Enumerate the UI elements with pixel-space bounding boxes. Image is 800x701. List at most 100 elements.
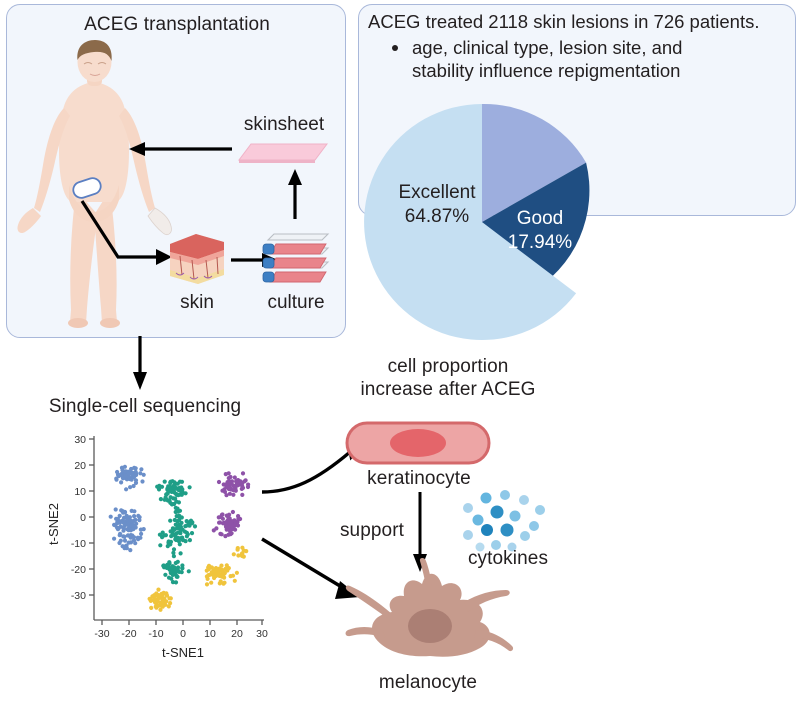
tsne-xlabel: t-SNE1 xyxy=(162,645,204,660)
tsne-point xyxy=(139,531,144,536)
tsne-point xyxy=(128,548,133,553)
svg-text:10: 10 xyxy=(204,628,216,640)
tsne-point xyxy=(112,536,117,541)
tsne-point xyxy=(114,477,119,482)
tsne-point xyxy=(149,605,154,610)
tsne-point xyxy=(178,530,183,535)
tsne-point xyxy=(159,600,164,605)
tsne-point xyxy=(228,574,233,579)
tsne-point xyxy=(216,515,221,520)
tsne-point xyxy=(158,543,163,548)
tsne-point xyxy=(158,607,163,612)
outcome-pie-chart xyxy=(364,103,590,340)
tsne-point xyxy=(162,479,167,484)
tsne-point xyxy=(189,531,195,536)
tsne-point xyxy=(138,471,143,476)
tsne-point xyxy=(224,563,229,568)
tsne-point xyxy=(218,579,223,584)
tsne-point xyxy=(129,508,134,513)
tsne-point xyxy=(224,527,229,532)
tsne-point xyxy=(168,539,174,544)
tsne-point xyxy=(171,526,176,531)
culture-to-skinsheet-arrow xyxy=(288,169,302,219)
skinsheet-to-body-arrow xyxy=(129,142,232,156)
tsne-point xyxy=(231,488,236,493)
pie-slice-other xyxy=(482,103,587,222)
tsne-point xyxy=(115,516,120,522)
tsne-point xyxy=(216,479,222,485)
tsne-point xyxy=(173,505,178,510)
svg-text:-30: -30 xyxy=(71,590,86,602)
svg-text:0: 0 xyxy=(180,628,186,640)
tsne-point xyxy=(187,485,192,490)
tsne-point xyxy=(239,480,244,485)
pie-label-good-name: Good xyxy=(516,208,564,229)
tsne-point xyxy=(118,519,123,524)
tsne-point xyxy=(163,572,168,577)
tsne-point xyxy=(169,501,174,507)
svg-text:20: 20 xyxy=(74,460,86,472)
tsne-point xyxy=(108,514,113,519)
tsne-point xyxy=(213,568,218,573)
human-body-illustration xyxy=(17,40,172,328)
tsne-point xyxy=(222,571,227,576)
stats-bullet-text: age, clinical type, lesion site, and sta… xyxy=(412,37,683,81)
skinsheet-illustration xyxy=(238,143,328,163)
tsne-point xyxy=(222,489,228,494)
stats-headline: ACEG treated 2118 skin lesions in 726 pa… xyxy=(368,11,760,32)
tsne-point xyxy=(225,518,230,523)
tsne-point xyxy=(132,514,137,519)
tsne-point xyxy=(177,569,182,574)
lesion-to-skin-arrow xyxy=(80,200,172,265)
tsne-point xyxy=(230,509,235,515)
tsne-point xyxy=(179,489,184,494)
tsne-point xyxy=(112,522,117,527)
tsne-point xyxy=(131,483,136,489)
tsne-point xyxy=(235,547,240,552)
tsne-point xyxy=(118,531,123,536)
tsne-point xyxy=(117,513,122,518)
tsne-point xyxy=(232,475,237,480)
tsne-point xyxy=(171,547,177,552)
skin-label: skin xyxy=(180,292,214,313)
tsne-point xyxy=(129,523,134,528)
skinsheet-label: skinsheet xyxy=(243,114,325,135)
stats-bullet-item: age, clinical type, lesion site, and sta… xyxy=(392,36,728,82)
tsne-point xyxy=(244,549,249,554)
tsne-point xyxy=(135,535,140,540)
tsne-point xyxy=(178,551,183,556)
tsne-point xyxy=(175,509,181,514)
tsne-point xyxy=(184,519,189,524)
tsne-point xyxy=(169,489,174,494)
tsne-point xyxy=(190,521,195,526)
cell-proportion-line2: increase after ACEG xyxy=(360,379,536,400)
tsne-ylabel: t-SNE2 xyxy=(46,503,61,545)
tsne-point xyxy=(161,590,166,595)
tsne-point xyxy=(170,564,175,569)
tsne-point xyxy=(234,481,239,486)
tsne-point xyxy=(185,532,190,537)
tsne-point xyxy=(226,532,231,537)
tsne-point xyxy=(131,535,137,540)
tsne-point xyxy=(186,569,191,574)
tsne-point xyxy=(133,541,138,546)
tsne-point xyxy=(179,515,184,520)
tsne-point xyxy=(176,500,181,505)
tsne-point xyxy=(236,553,241,558)
tsne-point xyxy=(168,529,173,534)
tsne-point xyxy=(177,486,182,491)
tsne-point xyxy=(154,591,159,596)
tsne-point xyxy=(125,517,130,522)
tsne-point xyxy=(217,568,222,573)
tsne-point xyxy=(128,485,133,490)
tsne-point xyxy=(168,570,173,576)
tsne-point xyxy=(204,582,210,587)
tsne-point xyxy=(231,552,236,557)
tsne-point xyxy=(167,560,172,565)
tsne-point xyxy=(224,513,229,518)
tsne-point xyxy=(160,604,165,609)
tsne-point xyxy=(229,531,234,536)
tsne-point xyxy=(147,596,152,601)
tsne-point xyxy=(123,473,128,478)
tsne-point xyxy=(126,540,131,545)
